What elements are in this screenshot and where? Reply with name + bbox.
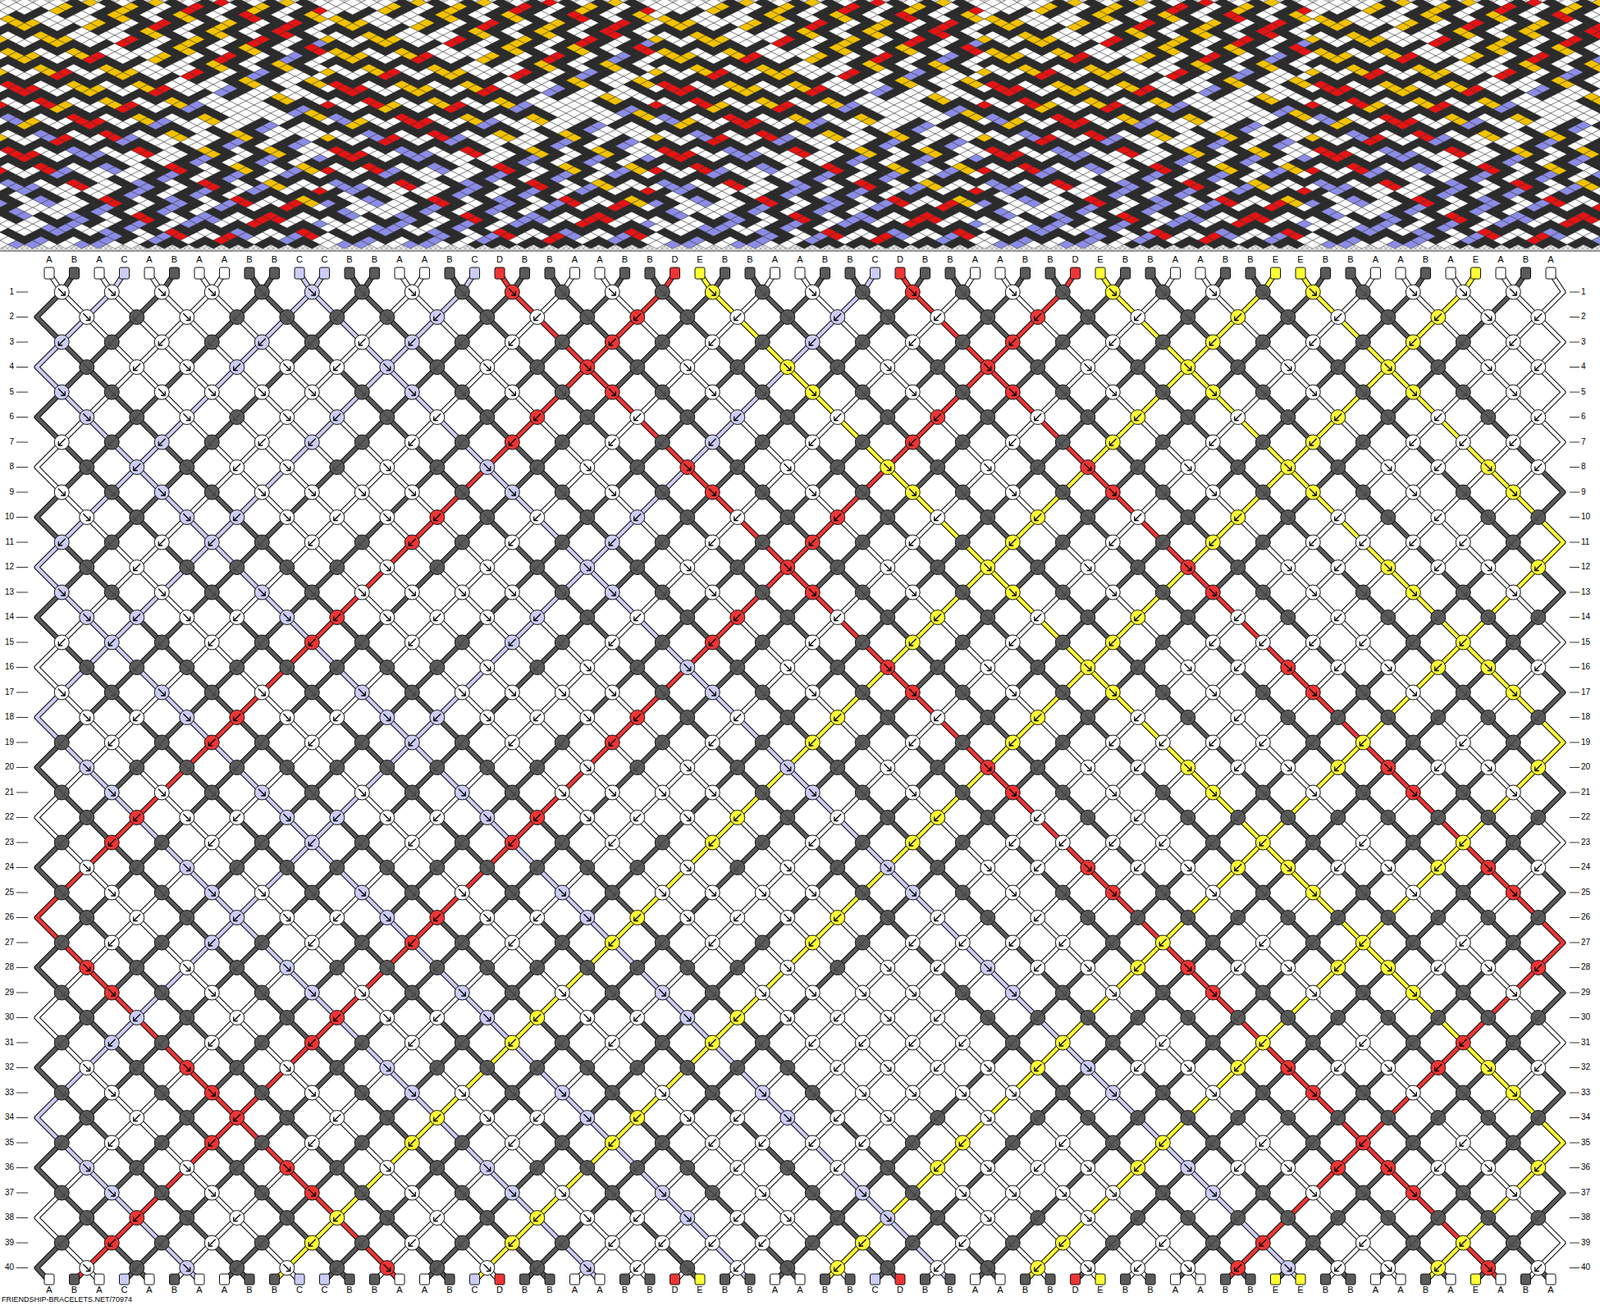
bracelet-preview	[0, 0, 1600, 249]
